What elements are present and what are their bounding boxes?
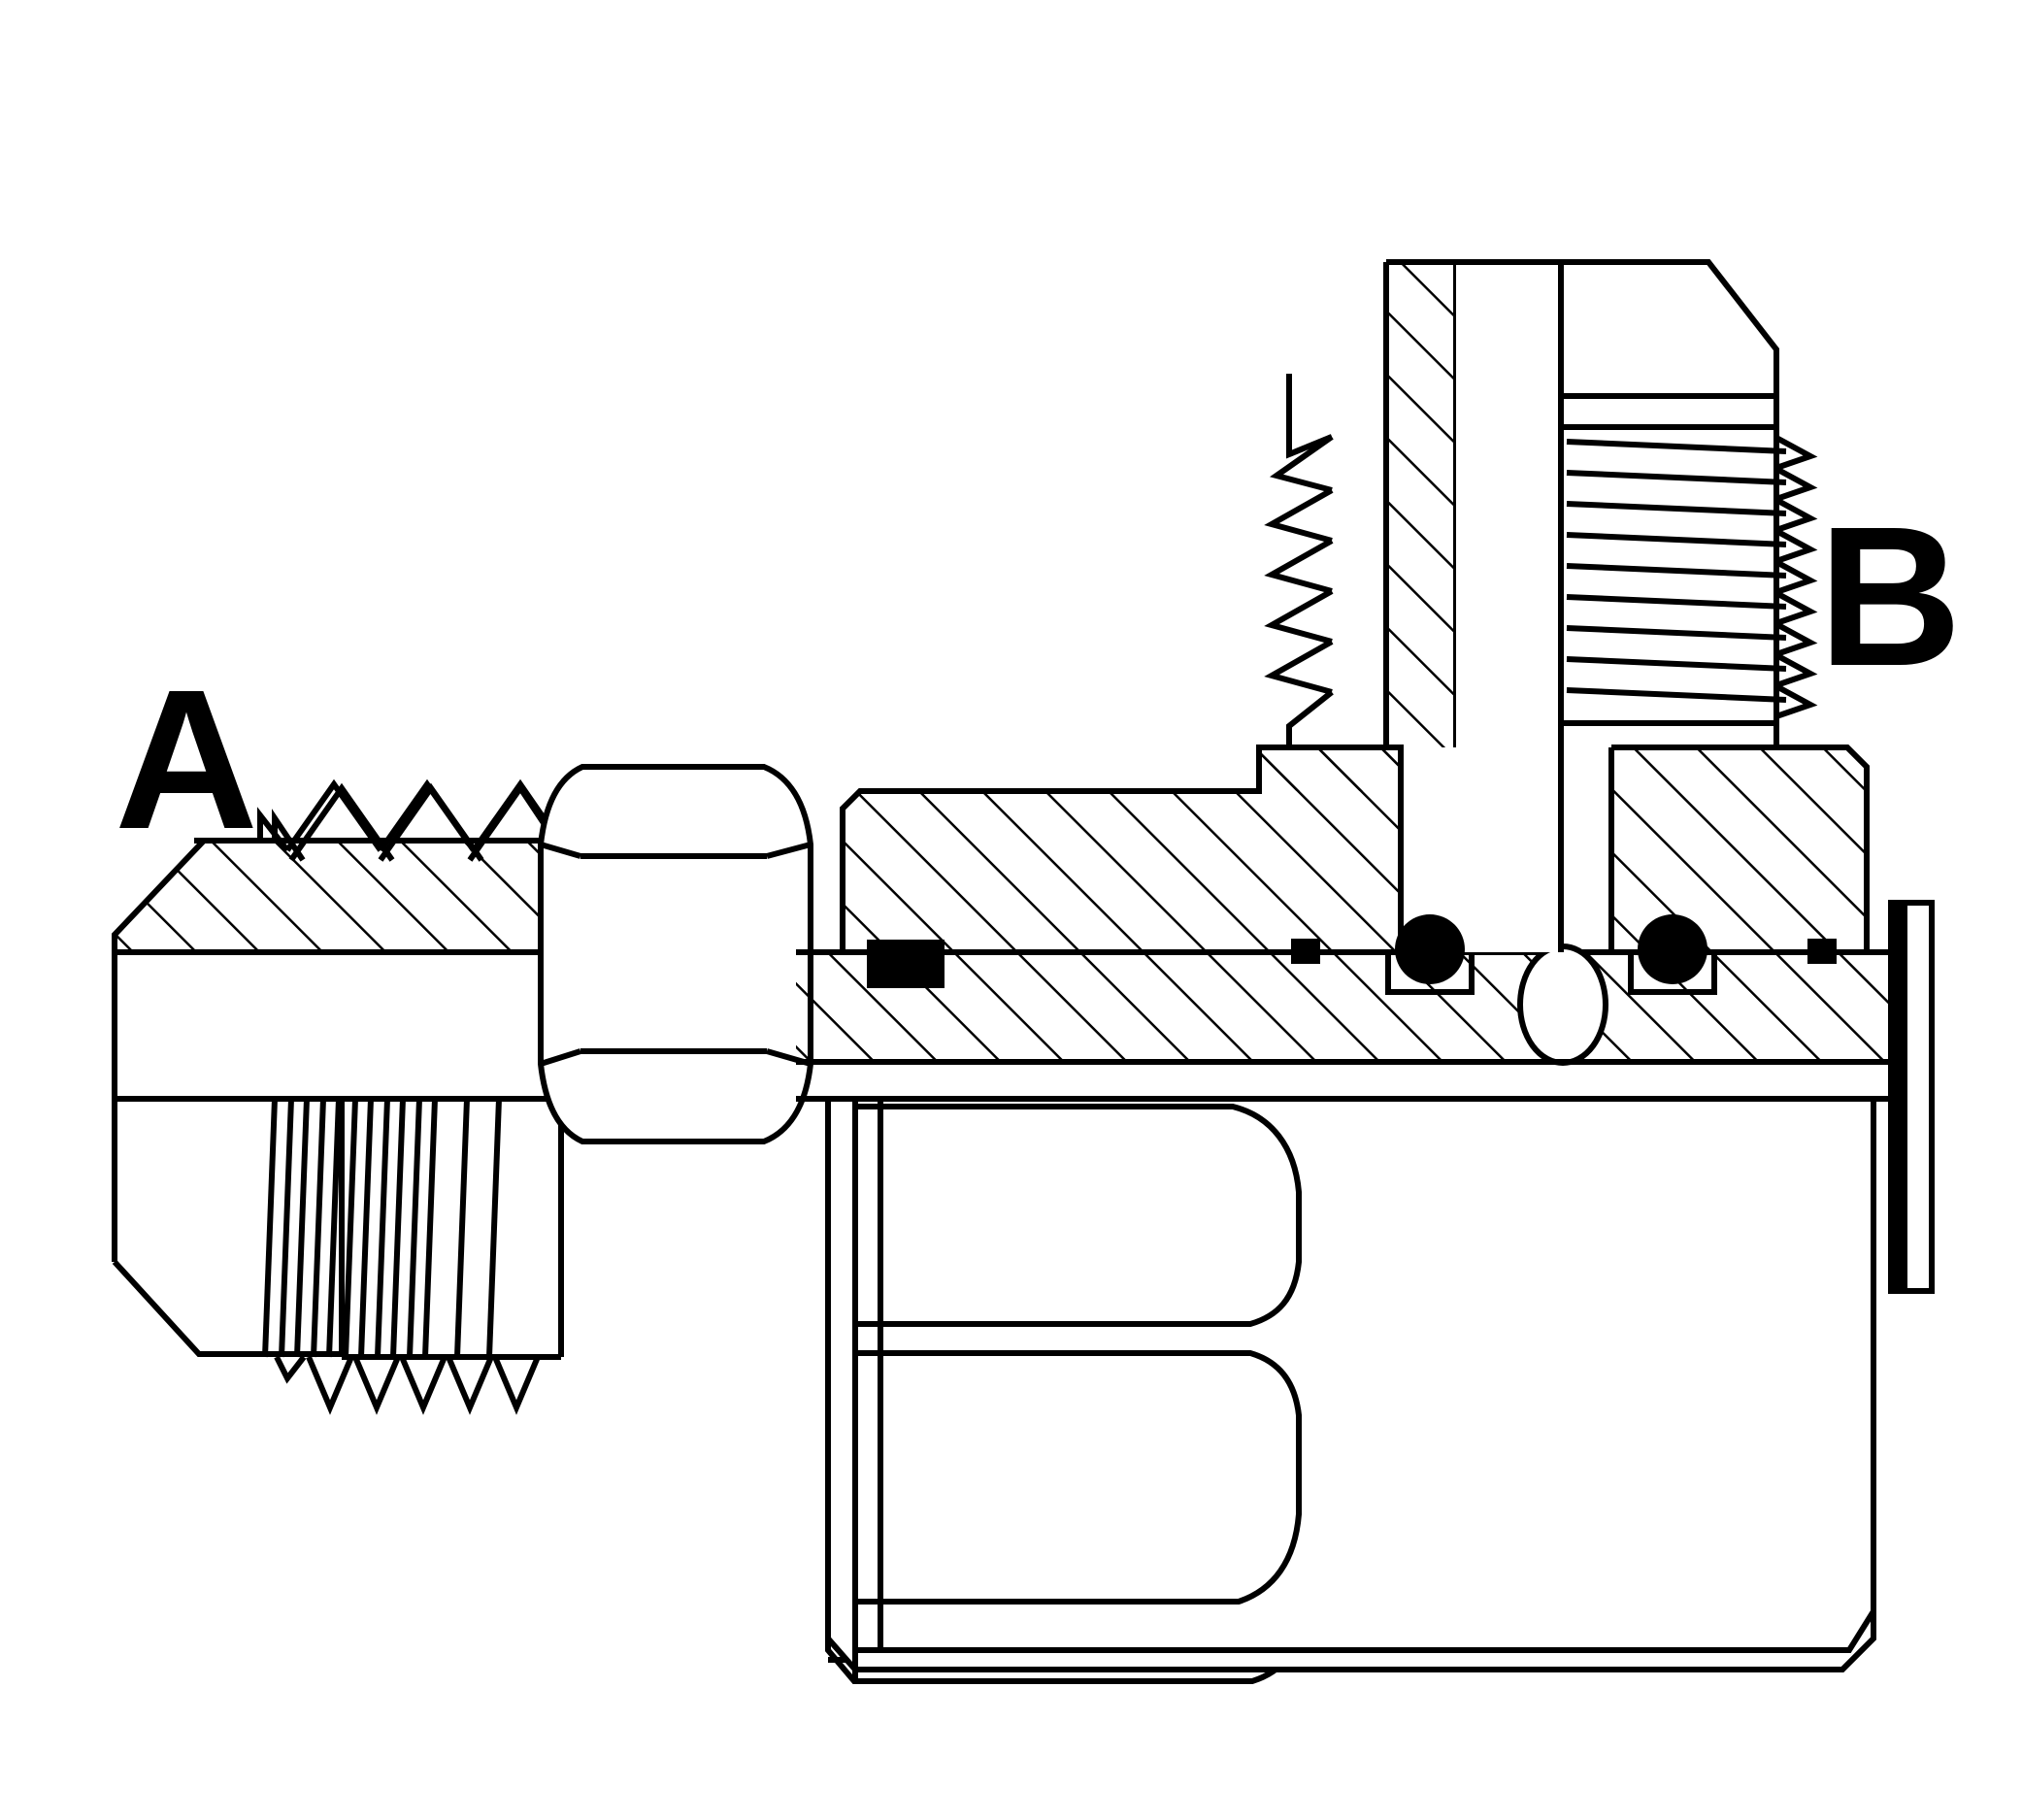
elbow-body: [796, 745, 1891, 1066]
seal-mark-right: [1807, 939, 1837, 964]
external-thread-a-v-profile: [274, 1355, 541, 1415]
port-a-section-hatch: [115, 841, 544, 952]
seal-mark-left: [1291, 939, 1320, 964]
external-thread-a-crest-row: [257, 778, 551, 852]
port-b-assembly: [1264, 259, 1818, 952]
o-ring-groove-lower: [1628, 952, 1717, 995]
body-lower-hatch: [796, 952, 1891, 1062]
hex-jam-nut: [538, 764, 813, 1144]
branch-flare-chamfer: [1561, 259, 1779, 747]
body-upper-left-hatch: [843, 747, 1401, 952]
backup-washer: [867, 940, 945, 988]
body-pedestal: [1256, 747, 1401, 791]
external-thread-a-crest-lines: [262, 1098, 502, 1358]
seal-elements: [867, 914, 1837, 995]
female-swivel-nut-profile: [825, 1096, 1876, 1672]
flare-cone-lower-outline: [112, 1259, 342, 1357]
body-interface-lines: [796, 1059, 1891, 1102]
o-ring-upper: [1395, 914, 1465, 984]
body-upper-right-outline: [1611, 745, 1870, 952]
port-a-assembly: [112, 778, 582, 1415]
external-thread-b-crests: [1774, 435, 1818, 719]
branch-bore: [1456, 262, 1561, 952]
bore-ellipse: [1517, 943, 1608, 1066]
branch-left-wall-hatch: [1386, 262, 1456, 747]
external-thread-a-root-lines: [279, 1098, 422, 1358]
body-upper-right-hatch: [1611, 747, 1867, 952]
port-b-label: B: [1818, 485, 1963, 708]
o-ring-lower: [1638, 914, 1707, 984]
o-ring-groove-upper: [1385, 952, 1475, 995]
port-a-label: A: [115, 648, 259, 871]
external-thread-b-lines: [1566, 439, 1787, 703]
internal-thread-b-profile: [1264, 374, 1334, 747]
female-swivel-nut-detail: [852, 1099, 1876, 1670]
